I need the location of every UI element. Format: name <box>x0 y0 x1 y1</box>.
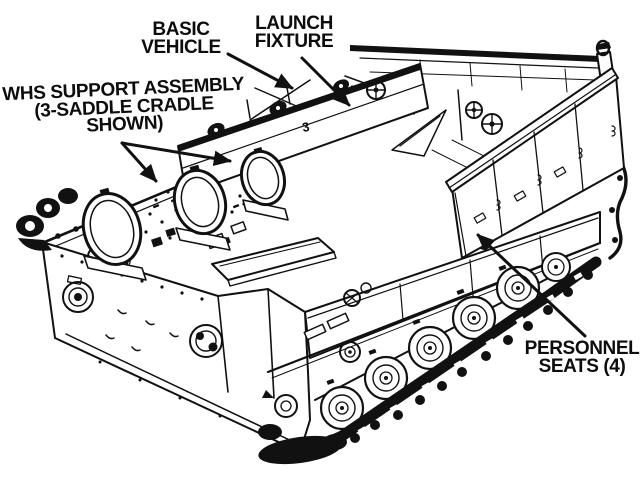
leader-arrow-whs-left <box>120 141 158 183</box>
label-personnel-seats-line2: SEATS (4) <box>538 355 626 377</box>
right-wall <box>445 67 625 259</box>
leader-arrows <box>120 52 587 338</box>
saddle-cradle-ring <box>81 187 147 281</box>
road-wheels <box>319 252 571 431</box>
leader-arrow-launch-fixture <box>300 56 351 107</box>
leader-arrow-basic-vehicle <box>226 52 294 90</box>
saddle-cradle-ring <box>172 164 231 251</box>
leader-arrow-personnel-seats <box>476 233 587 338</box>
label-personnel-seats: PERSONNEL SEATS (4) <box>524 338 640 377</box>
label-launch-fixture: LAUNCH FIXTURE <box>254 13 334 52</box>
leader-arrow-whs-right <box>120 141 232 167</box>
label-basic-vehicle: BASIC VEHICLE <box>141 19 221 58</box>
saddle-cradle-ring <box>239 146 289 221</box>
side-armor <box>266 211 602 379</box>
deck-hatch <box>211 237 337 287</box>
front-hull <box>41 237 337 453</box>
saddle-cradles <box>81 146 289 281</box>
label-whs-support-assembly: WHS SUPPORT ASSEMBLY (3-SADDLE CRADLE SH… <box>2 74 246 139</box>
label-personnel-seats-line1: PERSONNEL <box>524 338 640 359</box>
label-launch-fixture-line2: FIXTURE <box>254 30 334 52</box>
headlight-icon <box>62 275 223 358</box>
track-assembly <box>258 252 602 465</box>
left-track-nose <box>16 188 78 251</box>
part-marking: 3 <box>301 119 311 135</box>
handwheel-icon <box>366 80 503 135</box>
label-basic-vehicle-line1: BASIC <box>152 19 210 40</box>
label-basic-vehicle-line2: VEHICLE <box>141 36 221 58</box>
label-launch-fixture-line1: LAUNCH <box>255 13 333 34</box>
